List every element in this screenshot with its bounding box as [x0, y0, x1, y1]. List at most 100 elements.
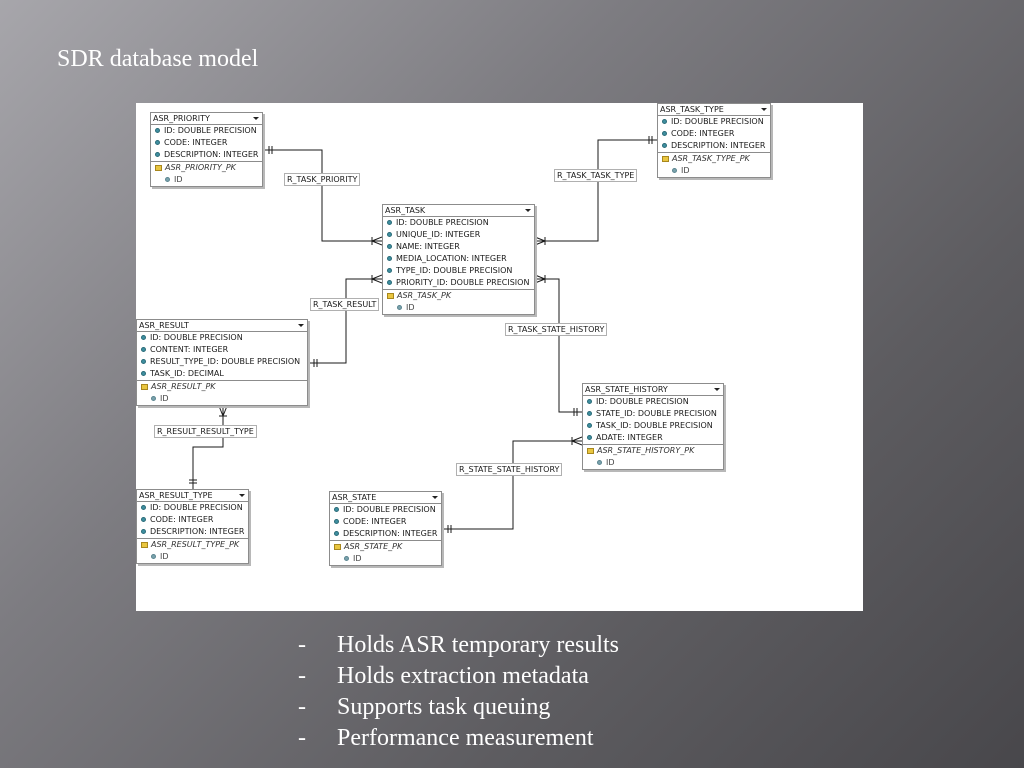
pk-row: ASR_TASK_TYPE_PK [658, 153, 770, 165]
column-icon [387, 256, 392, 261]
column-icon [155, 152, 160, 157]
column-icon [397, 305, 402, 310]
column-icon [141, 359, 146, 364]
line-task-state-history [535, 278, 582, 413]
column-row: ID: DOUBLE PRECISION [658, 116, 770, 128]
column-icon [387, 244, 392, 249]
column-icon [141, 335, 146, 340]
column-icon [141, 371, 146, 376]
primary-key-section: ASR_RESULT_PK ID [137, 380, 307, 405]
dropdown-arrow-icon[interactable] [761, 108, 767, 111]
column-row: ID: DOUBLE PRECISION [583, 396, 723, 408]
relation-label-state-state-history[interactable]: R_STATE_STATE_HISTORY [456, 463, 563, 476]
relation-label-task-result[interactable]: R_TASK_RESULT [310, 298, 380, 311]
relation-label-result-result-type[interactable]: R_RESULT_RESULT_TYPE [154, 425, 257, 438]
pk-label: ASR_PRIORITY_PK [165, 163, 236, 172]
pk-label: ASR_STATE_HISTORY_PK [597, 446, 695, 455]
line-task-result [308, 278, 382, 364]
column-row: ID: DOUBLE PRECISION [137, 332, 307, 344]
relation-label-task-state-history[interactable]: R_TASK_STATE_HISTORY [505, 323, 608, 336]
primary-key-section: ASR_TASK_PK ID [383, 289, 534, 314]
entity-asr-state-history[interactable]: ASR_STATE_HISTORY ID: DOUBLE PRECISION S… [582, 383, 724, 470]
bullet-text: Holds extraction metadata [337, 663, 589, 689]
bullet-item: -Holds ASR temporary results [298, 630, 619, 661]
entity-asr-state[interactable]: ASR_STATE ID: DOUBLE PRECISION CODE: INT… [329, 491, 442, 566]
pk-column-label: ID [406, 303, 415, 312]
pk-row: ASR_PRIORITY_PK [151, 162, 262, 174]
pk-label: ASR_RESULT_PK [151, 382, 216, 391]
bullet-marker: - [298, 694, 306, 720]
pk-column-row: ID [330, 553, 441, 565]
key-icon [155, 164, 162, 171]
entity-header[interactable]: ASR_STATE_HISTORY [583, 384, 723, 396]
column-label: RESULT_TYPE_ID: DOUBLE PRECISION [150, 357, 301, 366]
line-task-task-type [535, 139, 657, 242]
dropdown-arrow-icon[interactable] [525, 209, 531, 212]
column-label: CODE: INTEGER [150, 515, 214, 524]
column-row: PRIORITY_ID: DOUBLE PRECISION [383, 277, 534, 289]
dropdown-arrow-icon[interactable] [298, 324, 304, 327]
entity-name: ASR_RESULT [139, 321, 189, 330]
relationship-lines [189, 136, 657, 533]
column-label: ID: DOUBLE PRECISION [596, 397, 689, 406]
relation-label-task-task-type[interactable]: R_TASK_TASK_TYPE [554, 169, 638, 182]
column-row: ID: DOUBLE PRECISION [151, 125, 262, 137]
line-result-result-type [192, 406, 224, 490]
entity-header[interactable]: ASR_STATE [330, 492, 441, 504]
dropdown-arrow-icon[interactable] [714, 388, 720, 391]
dropdown-arrow-icon[interactable] [253, 117, 259, 120]
column-row: CONTENT: INTEGER [137, 344, 307, 356]
entity-asr-task-type[interactable]: ASR_TASK_TYPE ID: DOUBLE PRECISION CODE:… [657, 103, 771, 178]
column-row: TASK_ID: DOUBLE PRECISION [583, 420, 723, 432]
pk-column-label: ID [353, 554, 362, 563]
column-row: RESULT_TYPE_ID: DOUBLE PRECISION [137, 356, 307, 368]
pk-row: ASR_STATE_HISTORY_PK [583, 445, 723, 457]
column-label: CONTENT: INTEGER [150, 345, 229, 354]
pk-label: ASR_TASK_PK [397, 291, 452, 300]
dropdown-arrow-icon[interactable] [239, 494, 245, 497]
column-label: TASK_ID: DECIMAL [150, 369, 224, 378]
pk-label: ASR_RESULT_TYPE_PK [151, 540, 240, 549]
relation-label-task-priority[interactable]: R_TASK_PRIORITY [284, 173, 361, 186]
column-row: ID: DOUBLE PRECISION [330, 504, 441, 516]
entity-asr-task[interactable]: ASR_TASK ID: DOUBLE PRECISION UNIQUE_ID:… [382, 204, 535, 315]
column-icon [155, 128, 160, 133]
entity-header[interactable]: ASR_PRIORITY [151, 113, 262, 125]
entity-header[interactable]: ASR_TASK_TYPE [658, 104, 770, 116]
entity-header[interactable]: ASR_TASK [383, 205, 534, 217]
column-label: ID: DOUBLE PRECISION [343, 505, 436, 514]
pk-column-row: ID [383, 302, 534, 314]
entity-asr-result[interactable]: ASR_RESULT ID: DOUBLE PRECISION CONTENT:… [136, 319, 308, 406]
column-label: STATE_ID: DOUBLE PRECISION [596, 409, 717, 418]
column-icon [672, 168, 677, 173]
column-icon [141, 529, 146, 534]
primary-key-section: ASR_RESULT_TYPE_PK ID [137, 538, 248, 563]
key-icon [387, 292, 394, 299]
column-label: CODE: INTEGER [671, 129, 735, 138]
pk-row: ASR_RESULT_PK [137, 381, 307, 393]
pk-column-row: ID [658, 165, 770, 177]
column-row: MEDIA_LOCATION: INTEGER [383, 253, 534, 265]
entity-asr-result-type[interactable]: ASR_RESULT_TYPE ID: DOUBLE PRECISION COD… [136, 489, 249, 564]
pk-column-row: ID [137, 551, 248, 563]
pk-column-row: ID [137, 393, 307, 405]
entity-asr-priority[interactable]: ASR_PRIORITY ID: DOUBLE PRECISION CODE: … [150, 112, 263, 187]
column-row: CODE: INTEGER [151, 137, 262, 149]
column-row: CODE: INTEGER [137, 514, 248, 526]
column-row: DESCRIPTION: INTEGER [330, 528, 441, 540]
line-state-state-history [442, 440, 582, 530]
er-diagram: ASR_PRIORITY ID: DOUBLE PRECISION CODE: … [136, 103, 863, 611]
bullet-list: -Holds ASR temporary results -Holds extr… [298, 630, 619, 754]
dropdown-arrow-icon[interactable] [432, 496, 438, 499]
bullet-marker: - [298, 663, 306, 689]
column-icon [587, 411, 592, 416]
column-row: ID: DOUBLE PRECISION [137, 502, 248, 514]
entity-header[interactable]: ASR_RESULT_TYPE [137, 490, 248, 502]
entity-header[interactable]: ASR_RESULT [137, 320, 307, 332]
bullet-text: Holds ASR temporary results [337, 632, 619, 658]
column-label: UNIQUE_ID: INTEGER [396, 230, 481, 239]
bullet-item: - Holds extraction metadata [298, 661, 619, 692]
column-icon [141, 505, 146, 510]
key-icon [662, 155, 669, 162]
bullet-item: -Performance measurement [298, 723, 619, 754]
